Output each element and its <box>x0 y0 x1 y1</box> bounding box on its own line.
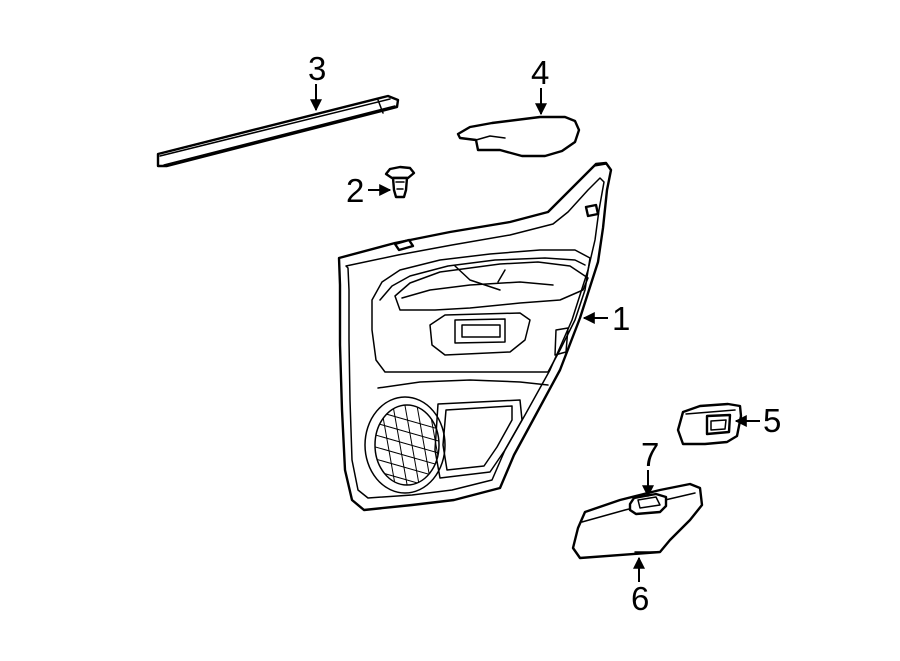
part-6-switch-bezel <box>571 482 704 560</box>
part-5-handle-bezel <box>676 402 743 446</box>
callout-7: 7 <box>641 436 659 473</box>
part-1-door-trim-panel <box>337 161 613 512</box>
callout-3: 3 <box>308 50 326 87</box>
callout-4: 4 <box>531 54 549 91</box>
part-3-weatherstrip <box>156 94 400 168</box>
part-2-clip <box>384 165 416 199</box>
callout-2: 2 <box>346 172 364 209</box>
part-7-window-switch <box>628 492 668 516</box>
callout-6: 6 <box>631 580 649 617</box>
callout-1: 1 <box>612 300 630 337</box>
callout-5: 5 <box>763 402 781 439</box>
part-4-armrest-cap <box>456 115 581 158</box>
leader-lines <box>310 84 760 582</box>
